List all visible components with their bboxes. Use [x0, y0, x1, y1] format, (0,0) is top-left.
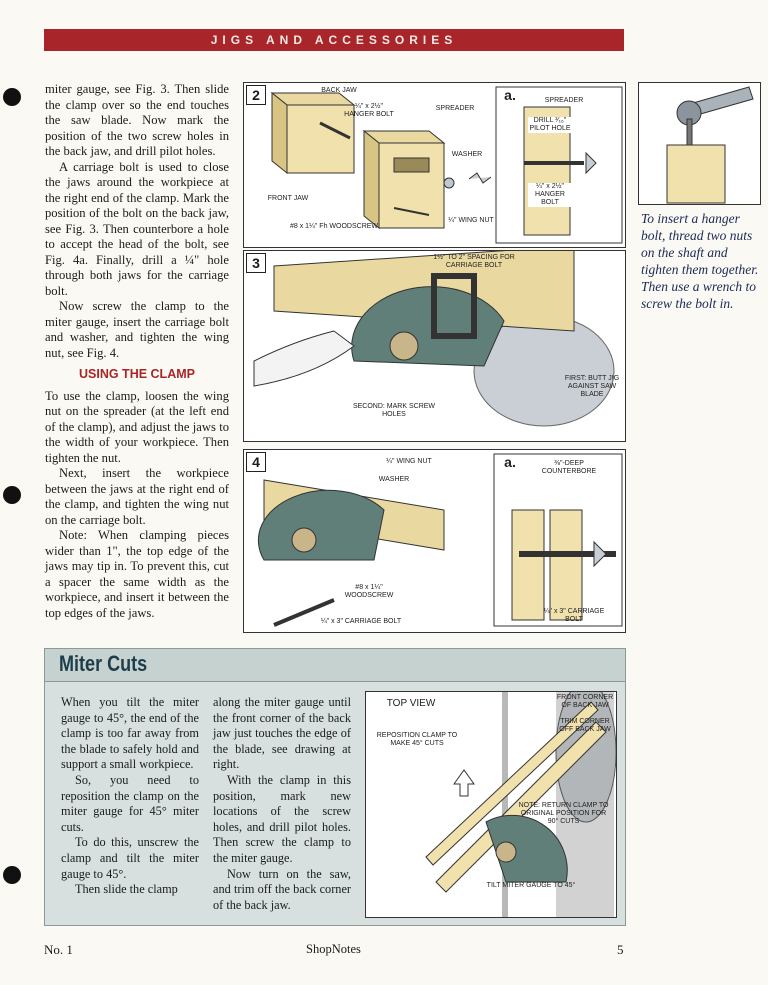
detail-label-drill: DRILL ³⁄₁₆" PILOT HOLE: [528, 117, 572, 133]
left-text-column: miter gauge, see Fig. 3. Then slide the …: [45, 82, 229, 621]
figure-4: 4 ¼" WING NUT WASHER #8 x 1¼" WOODSCREW …: [243, 449, 626, 633]
label-back-jaw: BACK JAW: [321, 87, 357, 94]
label-first: FIRST: BUTT JIG AGAINST SAW BLADE: [564, 375, 620, 398]
binder-hole: [3, 88, 21, 106]
paragraph: When you tilt the miter gauge to 45°, th…: [61, 695, 199, 772]
figure-number: 4: [246, 452, 266, 472]
label-hanger-bolt: ¼" x 2½" HANGER BOLT: [344, 103, 394, 118]
paragraph: Now screw the clamp to the miter gauge, …: [45, 299, 229, 360]
paragraph: To do this, unscrew the clamp and tilt t…: [61, 835, 199, 881]
footer-magazine: ShopNotes: [306, 942, 361, 956]
footer-page-number: 5: [617, 942, 624, 957]
detail-label-spreader: SPREADER: [544, 97, 584, 104]
figure-2-drawing: [270, 86, 623, 244]
section-title: Miter Cuts: [59, 651, 148, 676]
section-banner: JIGS AND ACCESSORIES: [44, 29, 624, 51]
figure-3: 3 1½" TO 2" SPACING FOR CARRIAGE BOLT FI…: [243, 245, 626, 442]
label-spreader: SPREADER: [435, 105, 475, 112]
detail-label-hanger: ¼" x 2½" HANGER BOLT: [528, 183, 572, 207]
label-reposition: REPOSITION CLAMP TO MAKE 45° CUTS: [376, 732, 458, 747]
label-spacing: 1½" TO 2" SPACING FOR CARRIAGE BOLT: [433, 254, 515, 269]
paragraph: Now turn on the saw, and trim off the ba…: [213, 866, 351, 912]
top-view-drawing: [425, 681, 617, 917]
miter-column-2: along the miter gauge until the front co…: [213, 695, 351, 913]
section-title-bar: Miter Cuts: [45, 649, 625, 682]
footer-issue: No. 1: [44, 942, 73, 957]
wrench-drawing: [666, 86, 754, 204]
detail-letter: a.: [504, 454, 516, 470]
top-view-diagram: TOP VIEW REPOSITION CLAMP TO MAKE 45° CU…: [365, 681, 617, 918]
figure-number: 2: [246, 85, 266, 105]
label-washer: WASHER: [451, 151, 483, 158]
label-front-corner: FRONT CORNER OF BACK JAW: [556, 694, 614, 709]
miter-column-1: When you tilt the miter gauge to 45°, th…: [61, 695, 199, 898]
label-note: NOTE: RETURN CLAMP TO ORIGINAL POSITION …: [518, 802, 609, 825]
paragraph: To use the clamp, loosen the wing nut on…: [45, 388, 229, 465]
label-carriage-bolt: ¼" x 3" CARRIAGE BOLT: [320, 618, 402, 625]
paragraph: Next, insert the workpiece between the j…: [45, 466, 229, 527]
paragraph: along the miter gauge until the front co…: [213, 695, 351, 772]
label-trim-corner: TRIM CORNER OFF BACK JAW: [559, 718, 611, 733]
photo-caption: To insert a hanger bolt, thread two nuts…: [641, 211, 759, 311]
detail-letter: a.: [504, 87, 516, 103]
miter-cuts-section: Miter Cuts When you tilt the miter gauge…: [44, 648, 626, 926]
paragraph: With the clamp in this position, mark ne…: [213, 772, 351, 865]
detail-label-carriage: ¼" x 3" CARRIAGE BOLT: [543, 608, 605, 623]
paragraph: Note: When clamping pieces wider than 1"…: [45, 528, 229, 620]
label-front-jaw: FRONT JAW: [267, 195, 309, 202]
label-wing-nut: ¼" WING NUT: [386, 458, 432, 465]
figure-3-drawing: [253, 245, 615, 427]
figure-2: 2 BACK JAW ¼" x 2½" HANGER BOLT SPREADER…: [243, 82, 626, 248]
label-washer: WASHER: [378, 476, 410, 483]
paragraph: Then slide the clamp: [75, 882, 178, 897]
subheading: USING THE CLAMP: [79, 367, 195, 381]
binder-hole: [3, 866, 21, 884]
paragraph: miter gauge, see Fig. 3. Then slide the …: [45, 82, 229, 158]
label-wing-nut: ¼" WING NUT: [448, 217, 494, 224]
figure-number: 3: [246, 253, 266, 273]
label-woodscrew: #8 x 1¼" WOODSCREW: [344, 584, 394, 599]
label-second: SECOND: MARK SCREW HOLES: [352, 403, 436, 418]
hanger-bolt-photo: [638, 82, 761, 205]
detail-label-counterbore: ⅜"-DEEP COUNTERBORE: [541, 460, 597, 475]
figure-4-drawing: [257, 453, 623, 627]
label-top-view: TOP VIEW: [386, 698, 436, 709]
label-tilt: TILT MITER GAUGE TO 45°: [486, 882, 576, 889]
paragraph: So, you need to reposition the clamp on …: [61, 772, 199, 834]
binder-hole: [3, 486, 21, 504]
label-woodscrew: #8 x 1¼" Fh WOODSCREW: [289, 223, 379, 230]
paragraph: A carriage bolt is used to close the jaw…: [45, 159, 229, 298]
